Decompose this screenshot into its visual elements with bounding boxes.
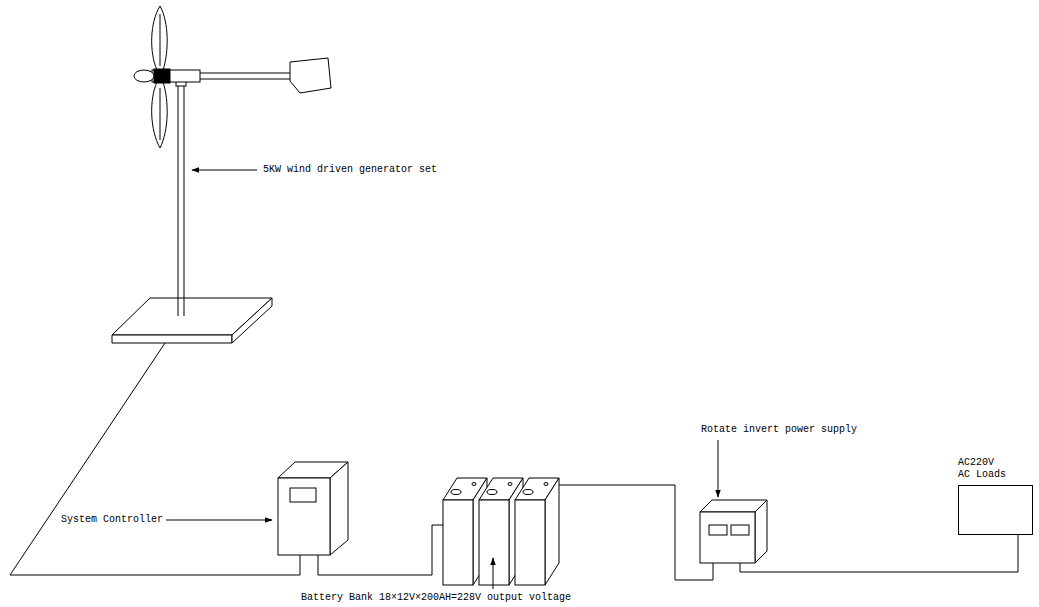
- tail-vane: [200, 58, 331, 93]
- turbine-pole: [176, 72, 186, 316]
- inverter-box: [700, 500, 767, 563]
- nacelle: [134, 69, 200, 83]
- load-box: AC220V AC Loads: [958, 457, 1033, 535]
- load-box-outline: [958, 485, 1033, 535]
- load-text: AC220V AC Loads: [958, 457, 1008, 480]
- base-plate: [112, 298, 272, 343]
- controller-box: [278, 462, 348, 555]
- controller-label: System Controller: [60, 514, 164, 526]
- leader-arrows: [166, 170, 718, 589]
- battery-bank: [443, 478, 559, 585]
- battery-label: Battery Bank 18×12V×200AH=228V output vo…: [300, 592, 572, 604]
- inverter-label: Rotate invert power supply: [700, 424, 858, 436]
- generator-label: 5KW wind driven generator set: [262, 164, 438, 176]
- wiring: [10, 343, 1018, 580]
